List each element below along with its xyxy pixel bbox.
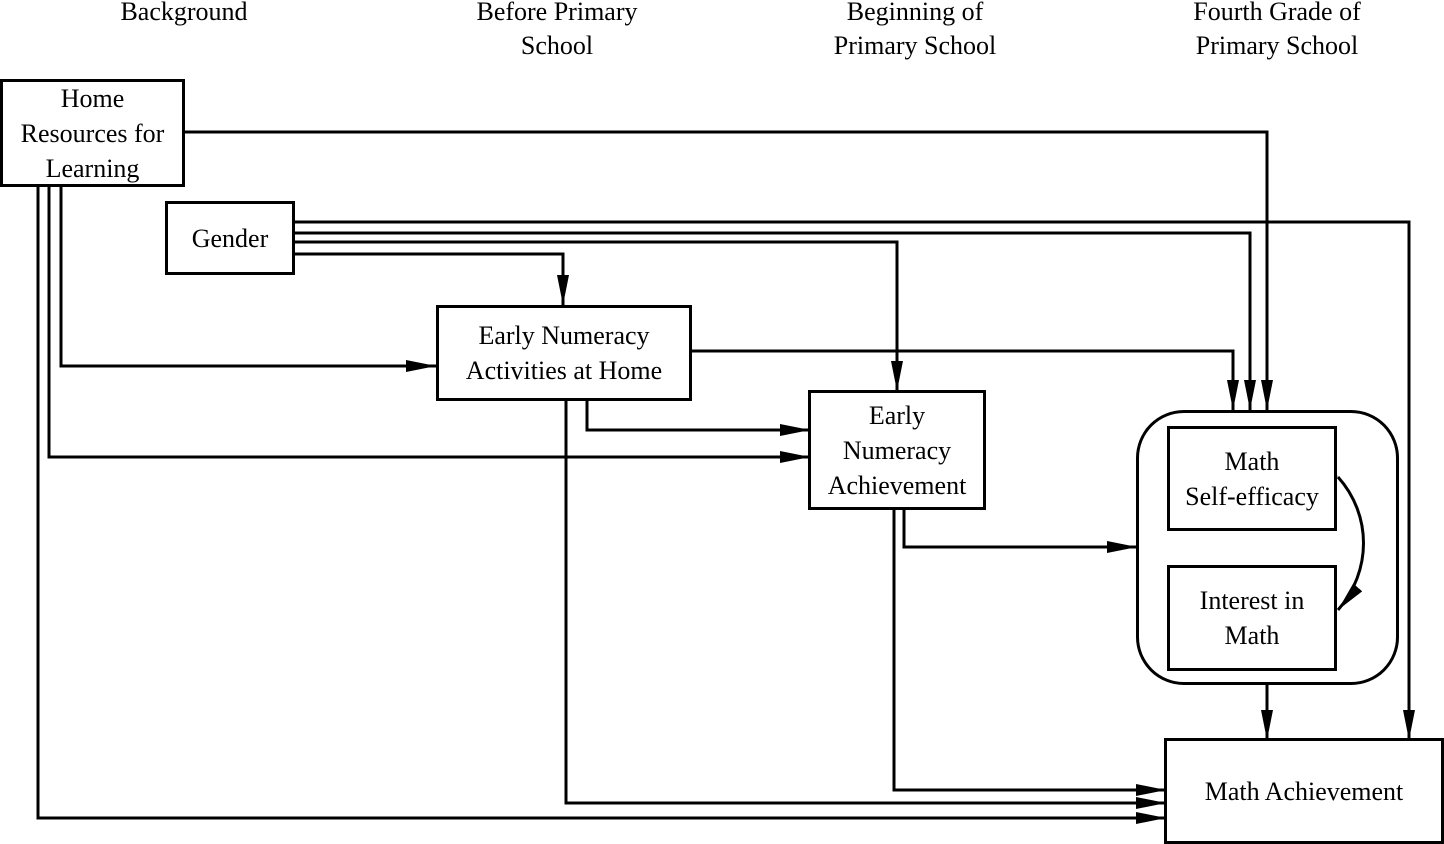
arrow-gender-to-self-efficacy [294,231,1256,410]
stage-label-line: School [520,31,594,60]
node-label: Gender [192,221,269,256]
arrow-activities-to-early-achievement [585,400,810,436]
node-label-line: Math [1224,621,1280,650]
node-label-line: Math [1224,446,1280,476]
node-early-numeracy-achievement: Early Numeracy Achievement [808,390,986,510]
node-label-line: Activities at Home [465,356,663,385]
node-label-line: Achievement [827,470,967,500]
stage-label-line: Before Primary [476,0,638,26]
arrow-home-resources-to-math-achievement [36,187,1166,824]
arrow-gender-to-activities [294,252,569,305]
node-label: Home Resources for Learning [21,81,165,186]
arrow-home-resources-to-self-efficacy [184,130,1273,410]
stage-label-line: Background [120,0,248,26]
node-label-line: Resources for [20,118,165,148]
stage-label-background: Background [84,0,284,29]
node-label: Early Numeracy Activities at Home [466,318,662,388]
stage-label-before-primary: Before Primary School [442,0,672,63]
stage-label-beginning-primary: Beginning of Primary School [800,0,1030,63]
node-label-line: Early [868,400,926,430]
node-label: Math Achievement [1205,774,1404,809]
stage-label-line: Fourth Grade of [1193,0,1361,26]
node-label-line: Gender [191,223,269,253]
arrow-activities-to-self-efficacy [691,349,1239,410]
node-interest-in-math: Interest in Math [1167,565,1337,671]
arrow-early-achievement-to-group [902,509,1137,553]
arrow-early-achievement-to-math-achievement [892,509,1166,796]
stage-label-line: Primary School [833,31,997,60]
node-label-line: Math Achievement [1204,776,1404,806]
node-label-line: Learning [45,153,140,183]
stage-label-line: Beginning of [846,0,984,26]
arrow-home-resources-to-early-achievement [47,187,810,463]
node-label-line: Numeracy [842,435,952,465]
stage-label-fourth-grade: Fourth Grade of Primary School [1157,0,1397,63]
node-early-numeracy-activities: Early Numeracy Activities at Home [436,305,692,401]
node-label-line: Self-efficacy [1185,481,1319,511]
node-math-achievement: Math Achievement [1164,738,1444,844]
stage-label-line: Primary School [1195,31,1359,60]
node-label: Math Self-efficacy [1185,444,1319,514]
self-efficacy-interest-group [1136,410,1399,685]
node-home-resources: Home Resources for Learning [0,79,185,187]
arrow-gender-to-math-achievement [294,220,1415,740]
arrow-activities-to-math-achievement [564,400,1166,809]
node-gender: Gender [165,201,295,275]
node-label-line: Interest in [1199,586,1305,615]
correlation-arrow-self-efficacy-interest [1313,450,1365,611]
arrow-home-resources-to-activities [59,187,436,372]
node-label: Interest in Math [1200,583,1305,653]
node-math-self-efficacy: Math Self-efficacy [1167,426,1337,531]
node-label: Early Numeracy Achievement [828,398,967,503]
arrow-gender-to-early-achievement [294,240,903,391]
node-label-line: Early Numeracy [478,321,650,350]
node-label-line: Home [60,83,125,113]
